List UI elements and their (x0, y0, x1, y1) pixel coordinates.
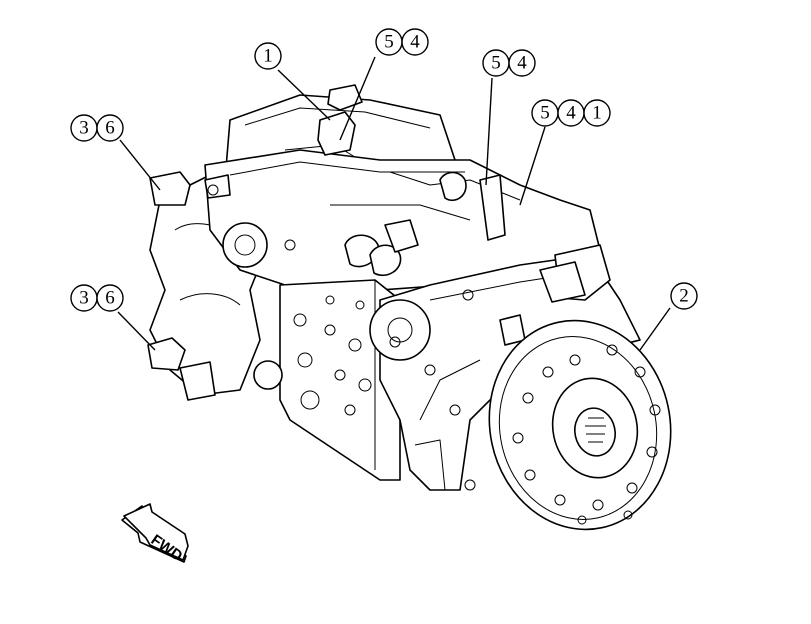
pump-assembly-drawing (147, 84, 672, 531)
callout-number: 3 (79, 288, 89, 309)
callout-number: 4 (410, 32, 420, 53)
callout-5-4-1: 5 4 1 (531, 99, 611, 127)
callout-5-4-mid: 5 4 (482, 49, 536, 77)
callout-3-6-upper: 3 6 (70, 114, 124, 142)
callout-number: 1 (592, 103, 602, 124)
callout-number: 5 (491, 53, 501, 74)
callout-number: 5 (384, 32, 394, 53)
callout-5-4-top: 5 4 (375, 28, 429, 56)
callout-number: 4 (566, 103, 576, 124)
fwd-direction-arrow: FWD (121, 503, 189, 565)
callout-number: 3 (79, 118, 89, 139)
callout-number: 6 (105, 288, 115, 309)
callout-number: 4 (517, 53, 527, 74)
callout-number: 1 (263, 46, 273, 67)
callout-number: 5 (540, 103, 550, 124)
callout-number: 6 (105, 118, 115, 139)
callout-leader-lines (117, 56, 671, 351)
callout-number: 2 (679, 286, 689, 307)
callout-3-6-lower: 3 6 (70, 284, 124, 312)
callout-2: 2 (670, 282, 698, 310)
callout-1-top: 1 (254, 42, 282, 70)
